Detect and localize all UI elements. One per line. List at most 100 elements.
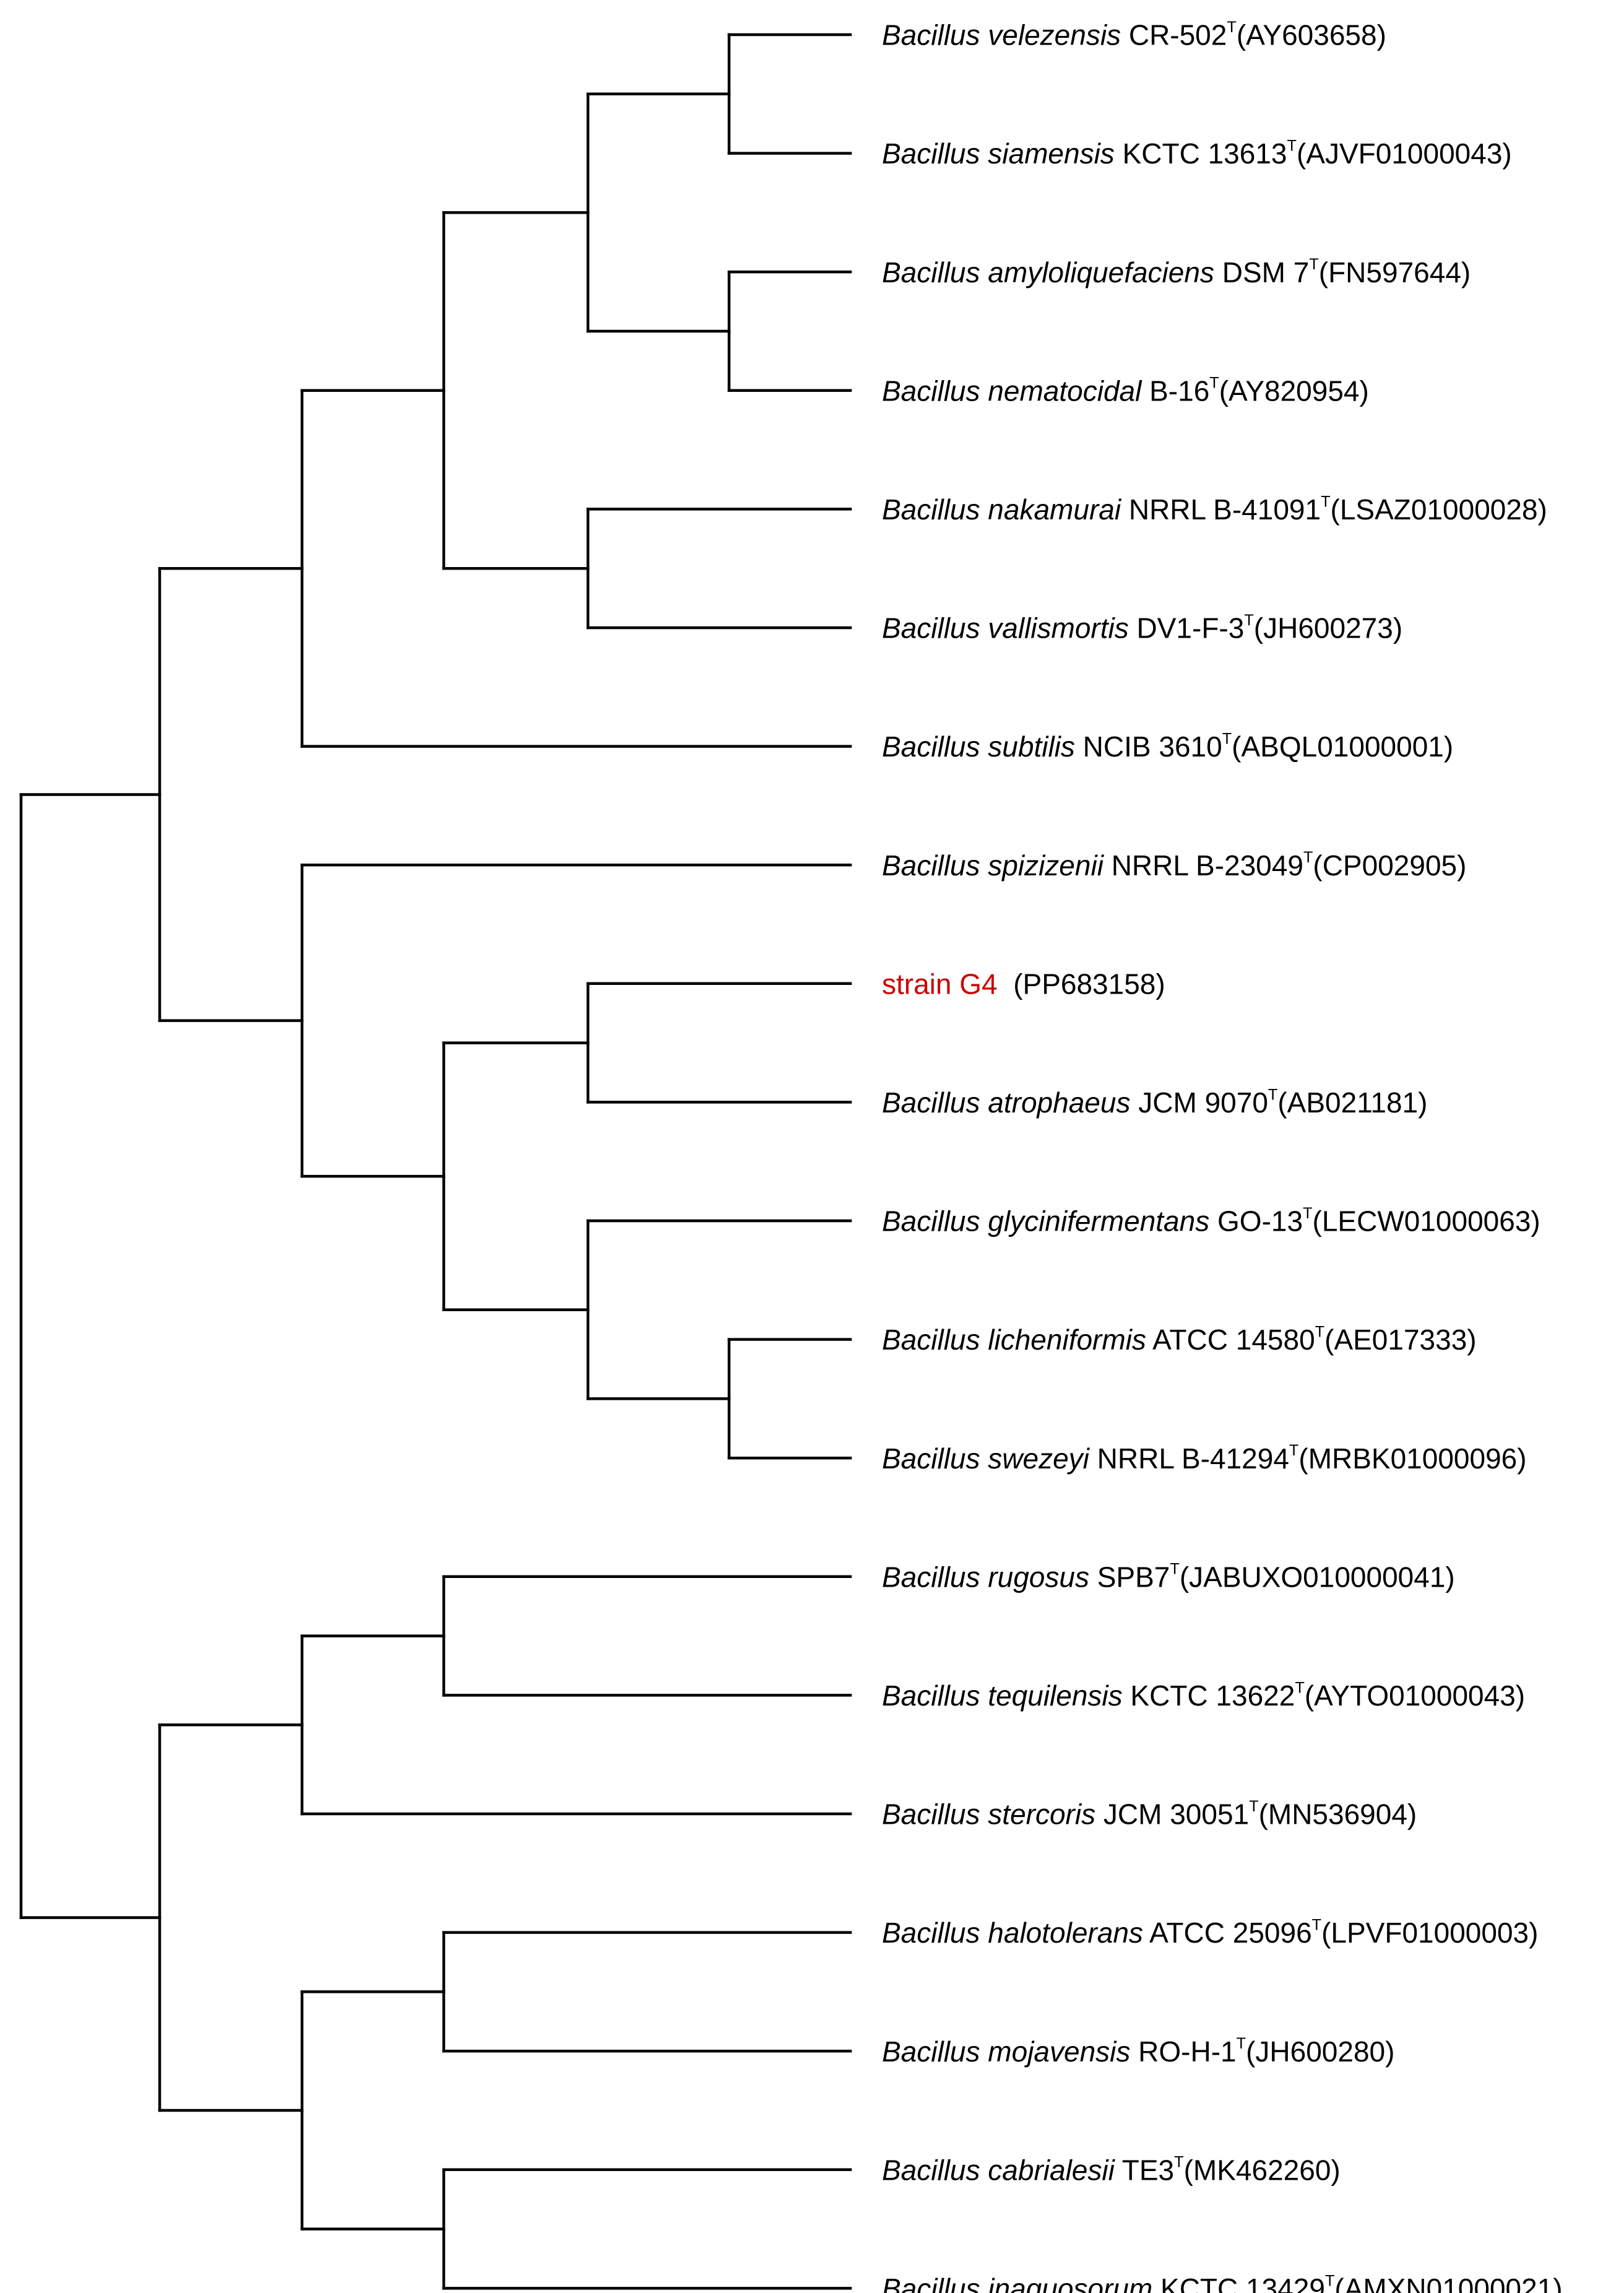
strain-designation: KCTC 13613 — [1115, 137, 1287, 170]
taxon-name: Bacillus siamensis — [882, 137, 1115, 170]
leaf-label: Bacillus spizizenii NRRL B-23049T(CP0029… — [882, 849, 1466, 882]
accession-label: (LECW01000063) — [1313, 1205, 1540, 1238]
taxon-name: Bacillus nakamurai — [882, 493, 1122, 526]
taxon-name: Bacillus mojavensis — [882, 2035, 1130, 2068]
strain-designation: DSM 7 — [1214, 256, 1309, 288]
type-strain-mark: T — [1174, 2154, 1183, 2171]
taxon-name: Bacillus cabrialesii — [882, 2154, 1116, 2186]
strain-designation: NRRL B-41294 — [1089, 1442, 1289, 1475]
taxon-name: Bacillus rugosus — [882, 1561, 1089, 1593]
strain-designation: NRRL B-41091 — [1121, 493, 1321, 526]
accession-label: (PP683158) — [998, 968, 1165, 1000]
taxon-name: Bacillus amyloliquefaciens — [882, 256, 1214, 288]
type-strain-mark: T — [1303, 849, 1313, 866]
leaf-label: Bacillus subtilis NCIB 3610T(ABQL0100000… — [882, 730, 1453, 763]
accession-label: (AMXN01000021) — [1334, 2273, 1562, 2293]
leaf-label: Bacillus mojavensis RO-H-1T(JH600280) — [882, 2035, 1394, 2068]
leaf-label: Bacillus swezeyi NRRL B-41294T(MRBK01000… — [882, 1442, 1527, 1475]
strain-designation: GO-13 — [1209, 1205, 1303, 1238]
type-strain-mark: T — [1289, 1442, 1298, 1459]
taxon-name: Bacillus licheniformis — [882, 1324, 1146, 1356]
taxon-name: Bacillus swezeyi — [882, 1442, 1091, 1475]
taxon-name: Bacillus tequilensis — [882, 1680, 1123, 1712]
taxon-name: Bacillus vallismortis — [882, 612, 1129, 644]
taxon-name: Bacillus velezensis — [882, 19, 1121, 51]
accession-label: (MN536904) — [1259, 1798, 1417, 1831]
type-strain-mark: T — [1321, 493, 1330, 510]
strain-designation: ATCC 14580 — [1146, 1324, 1315, 1356]
leaf-label: Bacillus tequilensis KCTC 13622T(AYTO010… — [882, 1679, 1525, 1712]
leaf-label: Bacillus stercoris JCM 30051T(MN536904) — [882, 1798, 1417, 1831]
strain-designation: KCTC 13429 — [1152, 2273, 1325, 2293]
leaf-label: Bacillus atrophaeus JCM 9070T(AB021181) — [882, 1086, 1427, 1119]
strain-designation: SPB7 — [1089, 1561, 1170, 1593]
leaf-label: strain G4 (PP683158) — [882, 968, 1165, 1000]
accession-label: (AJVF01000043) — [1297, 137, 1512, 170]
accession-label: (AB021181) — [1277, 1086, 1427, 1119]
leaf-label: Bacillus vallismortis DV1-F-3T(JH600273) — [882, 612, 1402, 644]
taxon-name: Bacillus stercoris — [882, 1798, 1095, 1831]
accession-label: (LPVF01000003) — [1321, 1917, 1538, 1949]
type-strain-mark: T — [1249, 1798, 1258, 1815]
type-strain-mark: T — [1237, 2035, 1246, 2052]
strain-designation: CR-502 — [1121, 19, 1227, 51]
leaf-label: Bacillus licheniformis ATCC 14580T(AE017… — [882, 1323, 1477, 1356]
taxon-name: Bacillus glycinifermentans — [882, 1205, 1209, 1238]
type-strain-mark: T — [1287, 137, 1297, 154]
accession-label: (JH600280) — [1246, 2035, 1394, 2068]
accession-label: (MRBK01000096) — [1298, 1442, 1526, 1475]
type-strain-mark: T — [1244, 612, 1253, 629]
accession-label: (AY820954) — [1219, 375, 1369, 407]
accession-label: (JABUXO010000041) — [1180, 1561, 1455, 1593]
type-strain-mark: T — [1170, 1561, 1179, 1578]
accession-label: (ABQL01000001) — [1232, 730, 1453, 763]
type-strain-mark: T — [1303, 1205, 1312, 1222]
accession-label: (JH600273) — [1254, 612, 1402, 644]
leaf-label: Bacillus siamensis KCTC 13613T(AJVF01000… — [882, 137, 1512, 170]
type-strain-mark: T — [1222, 730, 1232, 747]
accession-label: (AE017333) — [1324, 1324, 1477, 1356]
leaf-label: Bacillus nematocidal B-16T(AY820954) — [882, 375, 1369, 407]
strain-designation: KCTC 13622 — [1123, 1680, 1295, 1712]
taxon-name: Bacillus subtilis — [882, 730, 1075, 763]
accession-label: (FN597644) — [1319, 256, 1471, 288]
strain-designation: ATCC 25096 — [1143, 1917, 1312, 1949]
leaf-label: Bacillus rugosus SPB7T(JABUXO010000041) — [882, 1561, 1455, 1593]
taxon-name: Bacillus nematocidal — [882, 375, 1142, 407]
strain-designation: NRRL B-23049 — [1104, 849, 1303, 882]
type-strain-mark: T — [1315, 1323, 1324, 1340]
leaf-label: Bacillus velezensis CR-502T(AY603658) — [882, 19, 1386, 51]
leaf-label: Bacillus cabrialesii TE3T(MK462260) — [882, 2154, 1341, 2187]
type-strain-mark: T — [1227, 19, 1236, 36]
accession-label: (LSAZ01000028) — [1331, 493, 1547, 526]
strain-designation: B-16 — [1141, 375, 1209, 407]
strain-label: strain G4 — [882, 968, 998, 1000]
accession-label: (AYTO01000043) — [1305, 1680, 1525, 1712]
strain-designation: JCM 9070 — [1130, 1086, 1268, 1119]
strain-designation: NCIB 3610 — [1075, 730, 1222, 763]
strain-designation: TE3 — [1115, 2154, 1174, 2186]
accession-label: (AY603658) — [1237, 19, 1386, 51]
taxon-name: Bacillus spizizenii — [882, 849, 1105, 882]
leaf-label: Bacillus glycinifermentans GO-13T(LECW01… — [882, 1205, 1540, 1238]
leaf-label: Bacillus nakamurai NRRL B-41091T(LSAZ010… — [882, 493, 1547, 526]
type-strain-mark: T — [1209, 375, 1219, 392]
type-strain-mark: T — [1325, 2272, 1334, 2289]
accession-label: (CP002905) — [1313, 849, 1466, 882]
leaf-label: Bacillus inaquosorum KCTC 13429T(AMXN010… — [882, 2272, 1563, 2293]
type-strain-mark: T — [1295, 1679, 1304, 1696]
type-strain-mark: T — [1309, 256, 1318, 273]
taxon-name: Bacillus atrophaeus — [882, 1086, 1130, 1119]
accession-label: (MK462260) — [1184, 2154, 1341, 2186]
type-strain-mark: T — [1268, 1086, 1277, 1103]
strain-designation: JCM 30051 — [1095, 1798, 1249, 1831]
leaf-label: Bacillus amyloliquefaciens DSM 7T(FN5976… — [882, 256, 1471, 288]
type-strain-mark: T — [1312, 1916, 1321, 1933]
taxon-name: Bacillus halotolerans — [882, 1917, 1143, 1949]
strain-designation: DV1-F-3 — [1129, 612, 1245, 644]
leaf-label: Bacillus halotolerans ATCC 25096T(LPVF01… — [882, 1916, 1538, 1949]
leaf-labels: Bacillus velezensis CR-502T(AY603658)Bac… — [882, 19, 1563, 2293]
taxon-name: Bacillus inaquosorum — [882, 2273, 1152, 2293]
tree-branches — [19, 33, 852, 2290]
